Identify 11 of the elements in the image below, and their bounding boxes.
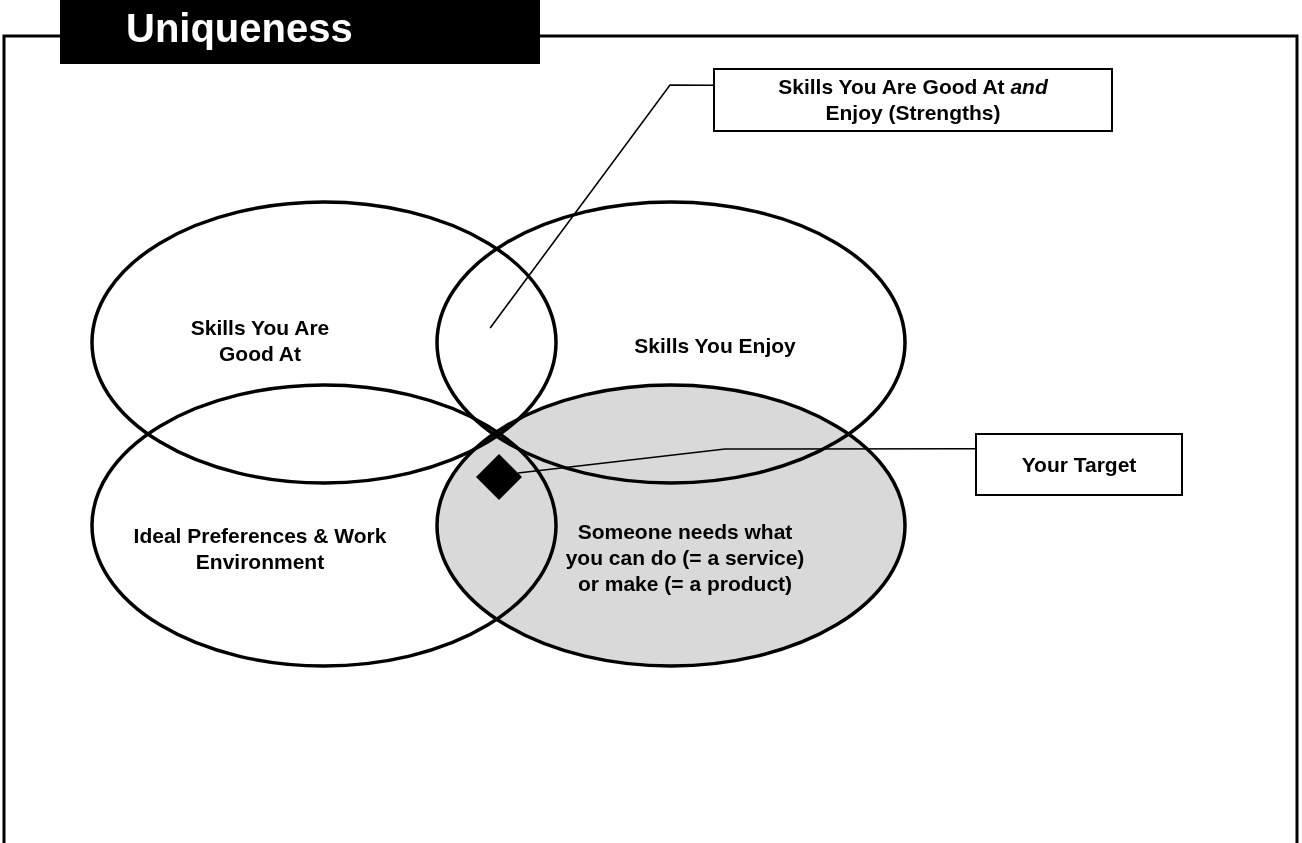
leader-line: [489, 84, 714, 329]
callout-text: Skills You Are Good At and Enjoy (Strengths): [777, 74, 1049, 126]
callout-box: [975, 433, 1183, 496]
circle-label: Skills You Are Good At: [189, 315, 331, 367]
callout-box: [713, 68, 1113, 132]
title-tab: Uniqueness: [60, 0, 540, 64]
leader-line: [517, 447, 976, 474]
circle-label: Someone needs what you can do (= a service) or make (= a product): [564, 519, 806, 597]
circle-label: Ideal Preferences & Work Environment: [132, 523, 388, 575]
circle-label: Skills You Enjoy: [633, 333, 797, 359]
callout-text: Your Target: [1020, 451, 1138, 478]
